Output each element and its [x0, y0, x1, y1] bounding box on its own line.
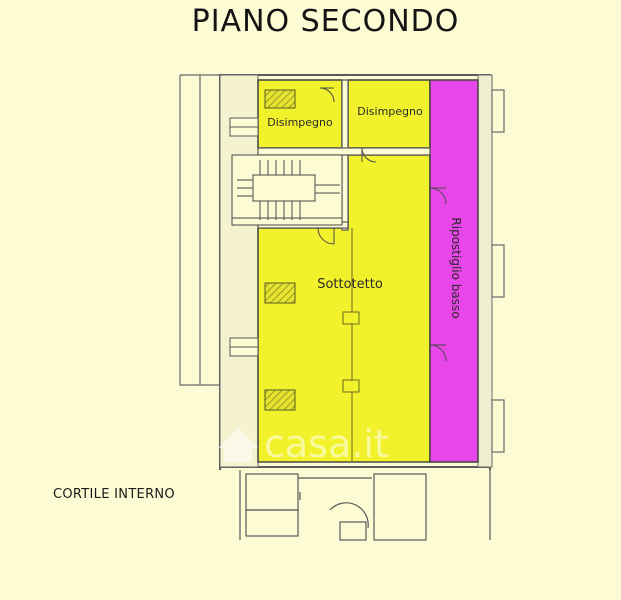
- door-swings: [317, 87, 447, 362]
- vent-hatch-1: [264, 89, 296, 109]
- house-icon: [218, 428, 258, 462]
- cortile-label: CORTILE INTERNO: [53, 487, 175, 502]
- label-disimpegno-left: Disimpegno: [267, 116, 333, 129]
- label-sottotetto: Sottotetto: [317, 277, 383, 292]
- west-wall-band: [219, 74, 259, 468]
- plan-title: PIANO SECONDO: [191, 4, 460, 39]
- stairwell: [231, 154, 343, 226]
- east-wall-band: [477, 74, 493, 468]
- ground-floor-outline: [239, 470, 491, 541]
- label-ripostiglio-basso: Ripostiglio basso: [449, 217, 463, 318]
- label-disimpegno-right: Disimpegno: [357, 105, 423, 118]
- room-ripostiglio-basso: [429, 79, 479, 463]
- casa-it-watermark: casa.it: [218, 422, 389, 466]
- vent-hatch-3: [264, 389, 296, 411]
- central-beam: [342, 228, 360, 462]
- watermark-text: casa.it: [264, 422, 389, 466]
- east-windows: [491, 89, 505, 453]
- vent-hatch-2: [264, 282, 296, 304]
- west-windows: [229, 117, 259, 357]
- adjacent-building-outline: [179, 74, 221, 395]
